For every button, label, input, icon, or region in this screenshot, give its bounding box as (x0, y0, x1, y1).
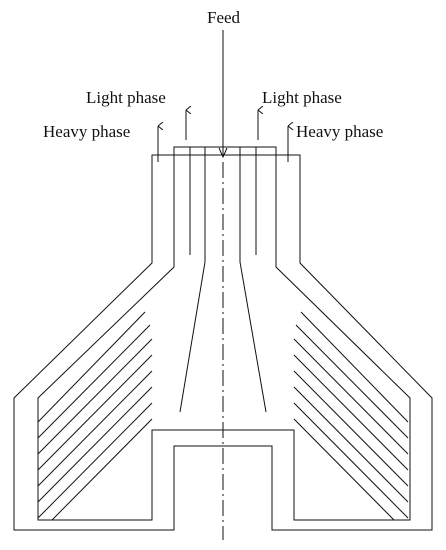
plate (37, 311, 146, 423)
plate (300, 311, 409, 423)
inner-wall (37, 146, 411, 521)
central-tube-right (239, 147, 267, 413)
light-phase-label-right: Light phase (262, 88, 342, 107)
plate (293, 370, 409, 487)
plate (293, 338, 409, 455)
plate (37, 324, 151, 439)
plate (37, 402, 153, 519)
plate (293, 354, 409, 471)
plate (37, 338, 153, 455)
plates-left (37, 311, 153, 521)
plate (37, 386, 153, 503)
light-phase-label-left: Light phase (86, 88, 166, 107)
plate (37, 370, 153, 487)
heavy-phase-label-right: Heavy phase (296, 122, 383, 141)
feed-arrowhead (218, 147, 228, 159)
central-tube-left (179, 147, 206, 413)
plate (37, 354, 153, 471)
outer-shell (13, 154, 433, 531)
plate (51, 418, 153, 521)
plate (293, 418, 395, 521)
plates-right (293, 311, 409, 521)
plate (293, 386, 409, 503)
feed-label: Feed (207, 8, 241, 27)
heavy-phase-label-left: Heavy phase (43, 122, 130, 141)
plate (293, 402, 409, 519)
plate (295, 324, 409, 439)
